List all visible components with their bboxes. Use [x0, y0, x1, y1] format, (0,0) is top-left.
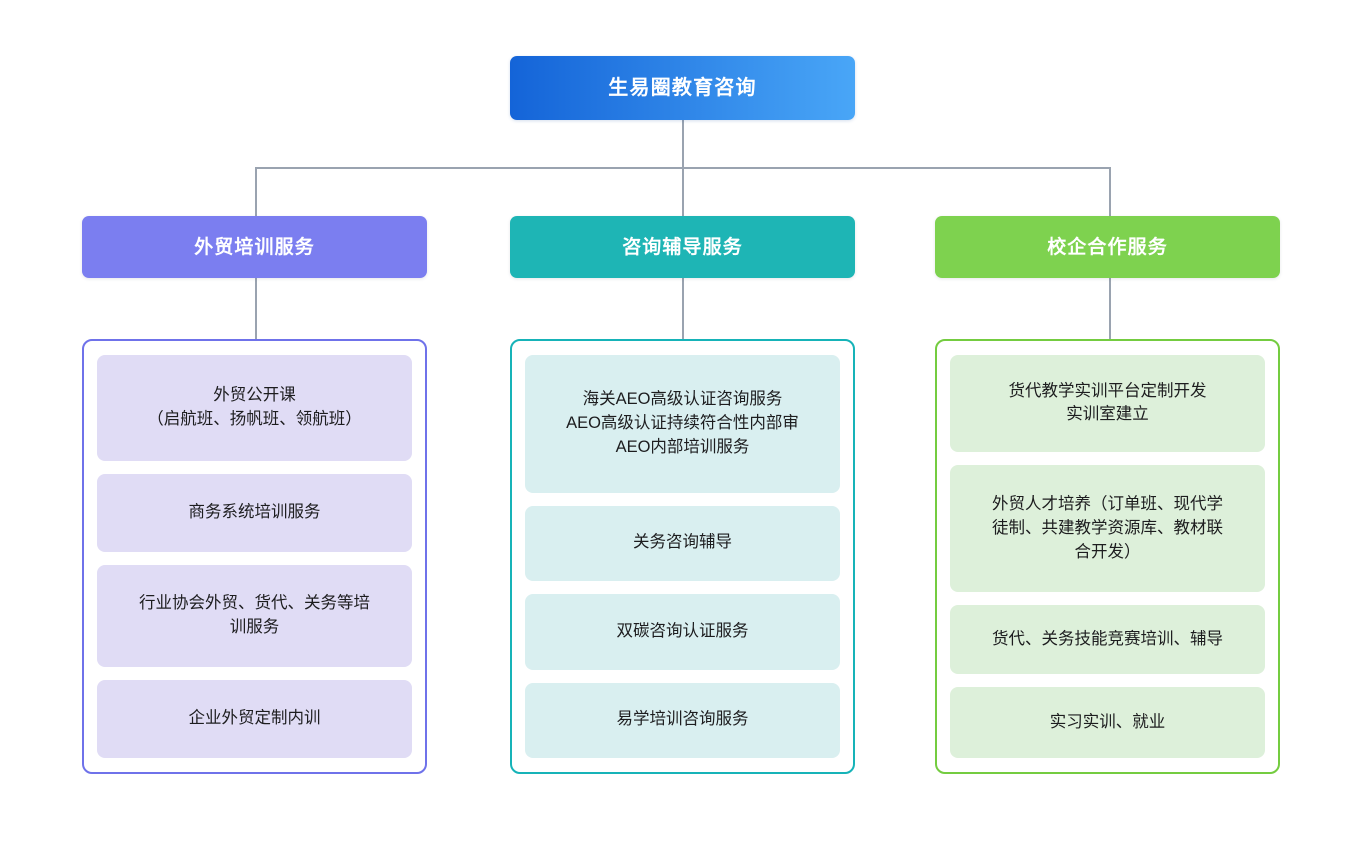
branch-group-consulting: 海关AEO高级认证咨询服务 AEO高级认证持续符合性内部审 AEO内部培训服务关… — [510, 339, 855, 774]
service-item-label: 货代教学实训平台定制开发 实训室建立 — [1008, 381, 1207, 424]
service-item-card[interactable]: 易学培训咨询服务 — [525, 682, 840, 758]
service-item-card[interactable]: 货代、关务技能竞赛培训、辅导 — [950, 605, 1265, 675]
service-item-card[interactable]: 外贸公开课 （启航班、扬帆班、领航班） — [97, 355, 412, 461]
service-item-label: 海关AEO高级认证咨询服务 AEO高级认证持续符合性内部审 AEO内部培训服务 — [566, 389, 799, 456]
service-item-card[interactable]: 企业外贸定制内训 — [97, 679, 412, 758]
root-node-label: 生易圈教育咨询 — [608, 77, 757, 99]
service-item-label: 商务系统培训服务 — [188, 502, 321, 521]
service-item-card[interactable]: 外贸人才培养（订单班、现代学 徒制、共建教学资源库、教材联 合开发） — [950, 464, 1265, 593]
branch-header-school-enterprise[interactable]: 校企合作服务 — [935, 216, 1280, 278]
connector-header-to-group-left — [255, 278, 257, 339]
service-item-label: 货代、关务技能竞赛培训、辅导 — [992, 630, 1223, 648]
branch-header-label: 校企合作服务 — [1047, 236, 1168, 258]
service-item-card[interactable]: 实习实训、就业 — [950, 687, 1265, 758]
service-item-label: 企业外贸定制内训 — [188, 708, 321, 727]
connector-header-to-group-right — [1109, 278, 1111, 339]
branch-header-label: 咨询辅导服务 — [622, 236, 743, 258]
service-item-label: 易学培训咨询服务 — [616, 710, 749, 729]
connector-drop-right — [1109, 167, 1111, 216]
branch-header-label: 外贸培训服务 — [194, 236, 315, 258]
service-item-label: 双碳咨询认证服务 — [616, 621, 749, 640]
service-item-card[interactable]: 关务咨询辅导 — [525, 505, 840, 582]
service-item-card[interactable]: 海关AEO高级认证咨询服务 AEO高级认证持续符合性内部审 AEO内部培训服务 — [525, 355, 840, 493]
branch-group-school-enterprise: 货代教学实训平台定制开发 实训室建立外贸人才培养（订单班、现代学 徒制、共建教学… — [935, 339, 1280, 774]
connector-header-to-group-middle — [682, 278, 684, 339]
service-item-label: 行业协会外贸、货代、关务等培 训服务 — [139, 593, 370, 636]
service-item-card[interactable]: 双碳咨询认证服务 — [525, 594, 840, 670]
branch-header-training[interactable]: 外贸培训服务 — [82, 216, 427, 278]
service-item-label: 关务咨询辅导 — [633, 533, 732, 552]
root-node[interactable]: 生易圈教育咨询 — [510, 56, 855, 120]
connector-root-stem — [682, 120, 684, 167]
connector-drop-middle — [682, 167, 684, 216]
service-item-card[interactable]: 商务系统培训服务 — [97, 473, 412, 552]
service-item-label: 实习实训、就业 — [1049, 712, 1166, 731]
branch-group-training: 外贸公开课 （启航班、扬帆班、领航班） 商务系统培训服务行业协会外贸、货代、关务等… — [82, 339, 427, 774]
service-item-card[interactable]: 行业协会外贸、货代、关务等培 训服务 — [97, 564, 412, 667]
service-item-label: 外贸公开课 （启航班、扬帆班、领航班） — [147, 385, 362, 428]
service-item-label: 外贸人才培养（订单班、现代学 徒制、共建教学资源库、教材联 合开发） — [992, 494, 1223, 561]
service-item-card[interactable]: 货代教学实训平台定制开发 实训室建立 — [950, 355, 1265, 452]
branch-header-consulting[interactable]: 咨询辅导服务 — [510, 216, 855, 278]
connector-drop-left — [255, 167, 257, 216]
